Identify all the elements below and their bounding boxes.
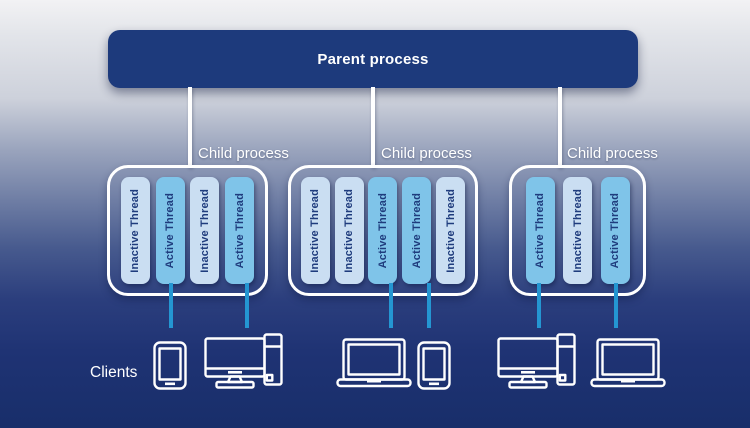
thread-label: Inactive Thread	[343, 188, 356, 273]
thread-label: Inactive Thread	[444, 188, 457, 273]
thread-label: Active Thread	[534, 192, 546, 269]
thread-active: Active Thread	[525, 177, 555, 284]
thread-client-connector-line	[427, 283, 431, 328]
thread-label: Active Thread	[609, 192, 621, 269]
thread-active: Active Thread	[402, 177, 432, 284]
thread-inactive: Inactive Thread	[120, 177, 150, 284]
thread-inactive: Inactive Thread	[300, 177, 330, 284]
thread-label: Active Thread	[233, 192, 246, 269]
laptop-icon	[336, 338, 412, 389]
thread-client-connector-line	[169, 283, 173, 328]
desktop-computer-icon	[204, 332, 288, 391]
parent-child-connector-line	[371, 87, 375, 167]
parent-process-label: Parent process	[317, 50, 429, 68]
thread-client-connector-line	[614, 283, 618, 328]
child-process-label: Child process	[567, 145, 658, 162]
thread-inactive: Inactive Thread	[436, 177, 466, 284]
thread-inactive: Inactive Thread	[190, 177, 220, 284]
thread-active: Active Thread	[368, 177, 398, 284]
laptop-icon	[590, 338, 666, 389]
parent-child-connector-line	[558, 87, 562, 167]
thread-client-connector-line	[389, 283, 393, 328]
parent-process-box: Parent process	[108, 30, 638, 88]
thread-client-connector-line	[245, 283, 249, 328]
thread-active: Active Thread	[155, 177, 185, 284]
thread-active: Active Thread	[600, 177, 630, 284]
desktop-computer-icon	[497, 332, 581, 391]
thread-label: Active Thread	[164, 192, 177, 269]
thread-client-connector-line	[537, 283, 541, 328]
child-process-box-3: Active Thread Inactive Thread Active Thr…	[509, 165, 646, 296]
child-process-box-2: Inactive Thread Inactive Thread Active T…	[288, 165, 478, 296]
thread-label: Inactive Thread	[571, 188, 584, 273]
parent-child-connector-line	[188, 87, 192, 167]
thread-active: Active Thread	[225, 177, 255, 284]
thread-label: Active Thread	[410, 192, 423, 269]
child-process-label: Child process	[381, 145, 472, 162]
thread-label: Inactive Thread	[129, 188, 142, 273]
thread-label: Inactive Thread	[309, 188, 322, 273]
thread-inactive: Inactive Thread	[334, 177, 364, 284]
child-process-box-1: Inactive Thread Active Thread Inactive T…	[107, 165, 268, 296]
thread-label: Active Thread	[376, 192, 389, 269]
thread-inactive: Inactive Thread	[563, 177, 592, 284]
smartphone-icon	[417, 341, 451, 390]
clients-label: Clients	[90, 364, 138, 381]
child-process-label: Child process	[198, 145, 289, 162]
smartphone-icon	[153, 341, 187, 390]
thread-label: Inactive Thread	[198, 188, 211, 273]
